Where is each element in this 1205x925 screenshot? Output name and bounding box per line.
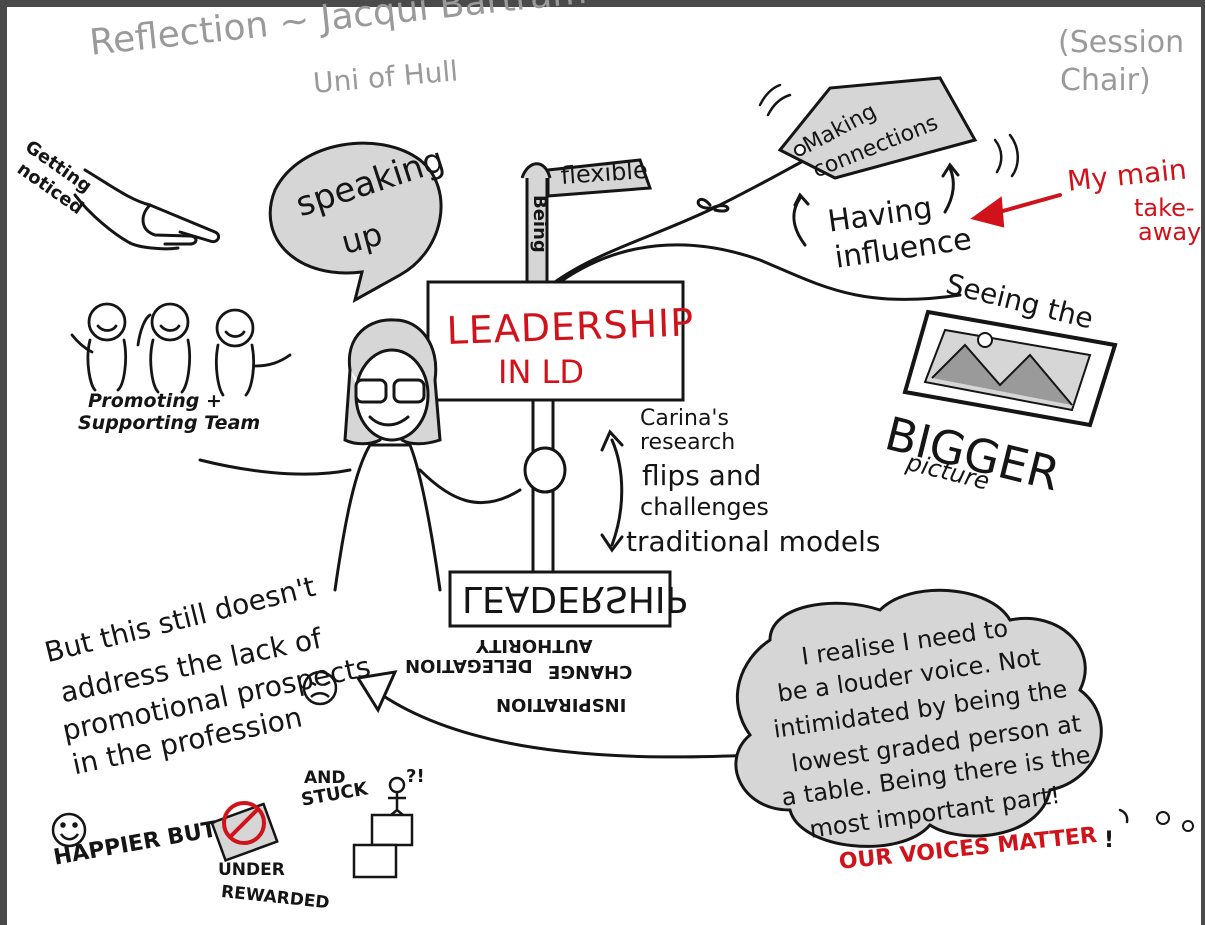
frame-top bbox=[0, 0, 1205, 7]
main-takeaway-2: take- bbox=[1134, 194, 1195, 222]
promoting-team-1: Promoting + bbox=[88, 390, 222, 412]
link-arrow bbox=[355, 670, 757, 759]
flag-flexible: flexible bbox=[559, 155, 649, 190]
session-role-1: (Session bbox=[1058, 25, 1185, 60]
tag-hole bbox=[794, 144, 806, 156]
frame-right bbox=[1201, 0, 1205, 925]
no-money-icon bbox=[210, 801, 279, 862]
happy-face-icon bbox=[51, 812, 87, 848]
inverted-sign-text: LEADERSHIP bbox=[462, 578, 688, 619]
carina-5: traditional models bbox=[626, 525, 881, 558]
inverted-sign-board bbox=[448, 570, 672, 628]
flag-being: Being bbox=[529, 195, 550, 253]
session-role-2: Chair) bbox=[1060, 63, 1151, 98]
sad-face-icon bbox=[302, 670, 338, 706]
string-to-tag bbox=[553, 158, 807, 284]
picture-frame-icon bbox=[902, 309, 1118, 428]
carina-4: challenges bbox=[640, 493, 769, 521]
and-label: AND bbox=[304, 768, 346, 788]
string-to-picture bbox=[558, 243, 962, 302]
influence-arrows bbox=[792, 162, 960, 247]
speaking-up-2: up bbox=[337, 214, 387, 262]
thought-cloud bbox=[734, 588, 1103, 848]
main-takeaway-3: away bbox=[1138, 218, 1202, 246]
inverted-word-3: DELEGATION bbox=[405, 655, 533, 676]
bow bbox=[696, 197, 730, 213]
voices-bang: ! bbox=[1104, 828, 1115, 853]
flip-arrow bbox=[600, 429, 624, 553]
carina-2: research bbox=[640, 430, 736, 455]
carina-3: flips and bbox=[642, 459, 762, 492]
pointing-hand-icon bbox=[73, 168, 221, 251]
tag-shape bbox=[777, 76, 978, 180]
speech-bubble bbox=[268, 141, 443, 303]
sign-title-2: IN LD bbox=[498, 353, 585, 391]
team-people bbox=[70, 302, 292, 397]
main-takeaway-arrow bbox=[970, 193, 1062, 228]
sign-title-1: LEADERSHIP bbox=[445, 300, 695, 353]
cloud-bubble-1 bbox=[1156, 811, 1170, 825]
sound-marks bbox=[758, 83, 1129, 824]
frame-left bbox=[0, 0, 7, 925]
cloud-bubble-2 bbox=[1182, 820, 1194, 832]
inverted-word-1: AUTHORITY bbox=[476, 635, 593, 656]
carina-1: Carina's bbox=[640, 406, 729, 431]
under-label: UNDER bbox=[218, 860, 285, 880]
inverted-word-4: INSPIRATION bbox=[496, 694, 627, 715]
stuck-figure-icon bbox=[352, 776, 414, 879]
inverted-word-2: CHANGE bbox=[548, 661, 633, 682]
question-label: ?! bbox=[406, 766, 425, 787]
promoting-team-2: Supporting Team bbox=[78, 412, 261, 434]
leader-figure bbox=[198, 318, 567, 592]
